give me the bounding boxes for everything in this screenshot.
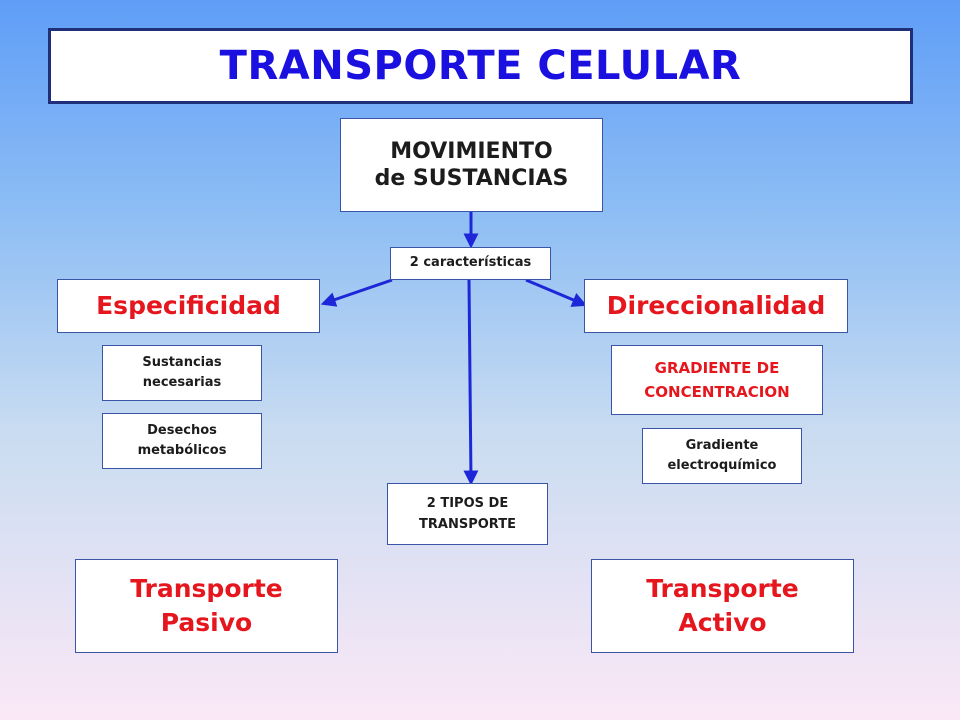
node-activo: Transporte Activo (591, 559, 854, 653)
node-sustancias-label: Sustancias necesarias (142, 354, 222, 390)
node-tipos-label: 2 TIPOS DE TRANSPORTE (419, 495, 516, 532)
node-direccionalidad: Direccionalidad (584, 279, 848, 333)
node-sustancias: Sustancias necesarias (102, 345, 262, 401)
node-movimiento-label: MOVIMIENTO de SUSTANCIAS (374, 138, 569, 192)
page-title: TRANSPORTE CELULAR (219, 43, 742, 89)
node-especificidad-label: Especificidad (96, 291, 281, 321)
node-gradiente-electro-label: Gradiente electroquímico (667, 437, 777, 473)
arrow-to-especificidad (320, 278, 393, 307)
node-tipos: 2 TIPOS DE TRANSPORTE (387, 483, 548, 545)
node-gradiente-electro: Gradiente electroquímico (642, 428, 802, 484)
node-direccionalidad-label: Direccionalidad (606, 291, 826, 321)
arrow-to-direccionalidad (525, 278, 588, 307)
node-especificidad: Especificidad (57, 279, 320, 333)
node-desechos-label: Desechos metabólicos (137, 422, 227, 458)
node-caracteristicas-label: 2 características (409, 255, 532, 271)
node-movimiento: MOVIMIENTO de SUSTANCIAS (340, 118, 603, 212)
title-box: TRANSPORTE CELULAR (48, 28, 913, 104)
node-gradiente-concentracion-label: GRADIENTE DE CONCENTRACION (644, 359, 790, 401)
node-pasivo-label: Transporte Pasivo (130, 574, 283, 637)
node-activo-label: Transporte Activo (646, 574, 799, 637)
node-desechos: Desechos metabólicos (102, 413, 262, 469)
node-gradiente-concentracion: GRADIENTE DE CONCENTRACION (611, 345, 823, 415)
node-pasivo: Transporte Pasivo (75, 559, 338, 653)
arrow-to-tipos (463, 279, 479, 486)
node-caracteristicas: 2 características (390, 247, 551, 280)
